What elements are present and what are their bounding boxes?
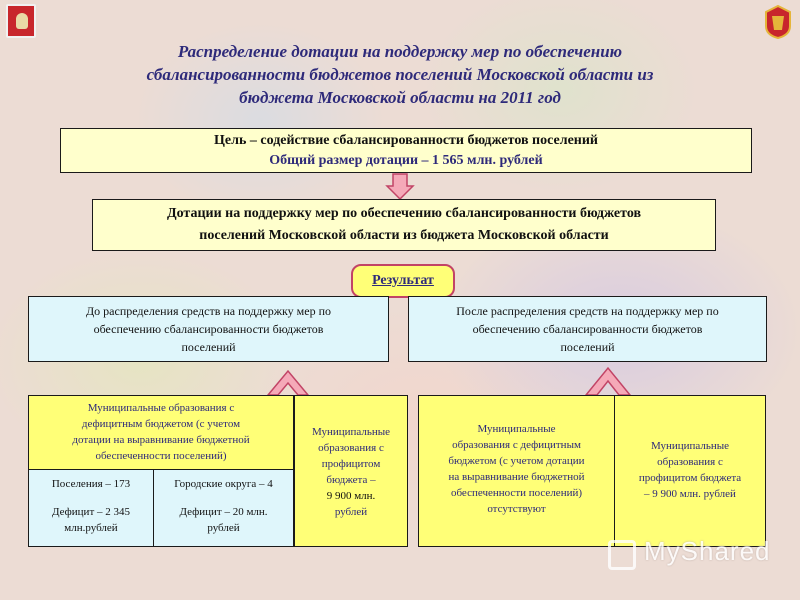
chevron-up-arrow-right-icon — [584, 366, 632, 396]
watermark-text: MyShared — [644, 536, 771, 566]
subsidy-text-line: Дотации на поддержку мер по обеспечению … — [166, 206, 642, 221]
goal-total-amount: Общий размер дотации – 1 565 млн. рублей — [269, 153, 543, 168]
moscow-region-emblem-icon — [6, 4, 36, 38]
cell-text-line: – 9 900 млн. рублей — [644, 488, 736, 500]
title-line: сбалансированности бюджетов поселений Мо… — [146, 65, 654, 84]
cell-text-line: на выравнивание бюджетной — [448, 471, 585, 483]
left-surplus-municipalities-cell: Муниципальные образования с профицитом б… — [294, 395, 408, 547]
settlements-deficit-unit: млн.рублей — [64, 522, 118, 534]
before-text-line: поселений — [181, 340, 236, 354]
title-line: Распределение дотации на поддержку мер п… — [177, 42, 623, 61]
cell-text-line: бюджета – — [326, 474, 376, 486]
before-distribution-box: До распределения средств на поддержку ме… — [28, 296, 389, 362]
goal-text: Цель – содействие сбалансированности бюд… — [214, 133, 598, 148]
after-distribution-box: После распределения средств на поддержку… — [408, 296, 767, 362]
city-districts-deficit-unit: рублей — [207, 522, 240, 534]
result-label: Результат — [372, 273, 434, 288]
cell-text-line: обеспеченности поселений) — [95, 450, 227, 462]
cell-text-line: профицитом — [321, 458, 381, 470]
watermark-icon — [608, 540, 636, 570]
cell-text-line: Муниципальные — [650, 440, 730, 452]
after-text-line: После распределения средств на поддержку… — [456, 304, 719, 318]
settlements-count: Поселения – 173 — [51, 478, 131, 490]
page-title: Распределение дотации на поддержку мер п… — [90, 40, 710, 109]
cell-text-line: отсутствуют — [487, 503, 546, 515]
after-text-line: обеспечению сбалансированности бюджетов — [472, 322, 703, 336]
surplus-amount: 9 900 млн. — [326, 490, 376, 502]
subsidy-text-line: поселений Московской области из бюджета … — [199, 228, 609, 243]
cell-text-line: Муниципальные — [477, 423, 556, 435]
chevron-up-arrow-left-icon — [266, 369, 310, 396]
result-button[interactable]: Результат — [351, 264, 455, 298]
city-districts-count: Городские округа – 4 — [174, 478, 273, 490]
cell-text-line: профицитом бюджета — [638, 472, 742, 484]
goal-box: Цель – содействие сбалансированности бюд… — [60, 128, 752, 173]
before-text-line: До распределения средств на поддержку ме… — [85, 304, 332, 318]
subsidy-box: Дотации на поддержку мер по обеспечению … — [92, 199, 716, 251]
cell-text-line: дотации на выравнивание бюджетной — [72, 434, 250, 446]
before-text-line: обеспечению сбалансированности бюджетов — [93, 322, 324, 336]
cell-text-line: образования с дефицитным — [452, 439, 581, 451]
right-deficit-municipalities-cell: Муниципальные образования с дефицитным б… — [418, 395, 615, 547]
city-districts-cell: Городские округа – 4 Дефицит – 20 млн. р… — [153, 469, 294, 547]
city-districts-deficit: Дефицит – 20 млн. — [179, 506, 268, 518]
ministry-emblem-icon — [765, 4, 791, 40]
cell-text-line: бюджетом (с учетом дотации — [448, 455, 585, 467]
after-text-line: поселений — [560, 340, 615, 354]
cell-text-line: обеспеченности поселений) — [450, 487, 583, 499]
cell-text-line: образования с — [657, 456, 723, 468]
cell-text-line: Муниципальные образования с — [87, 402, 235, 414]
title-line: бюджета Московской области на 2011 год — [239, 88, 561, 107]
down-arrow-icon — [385, 173, 415, 201]
settlements-cell: Поселения – 173 Дефицит – 2 345 млн.рубл… — [28, 469, 154, 547]
cell-text-line: дефицитным бюджетом (с учетом — [81, 418, 241, 430]
cell-text-line: Муниципальные — [311, 426, 391, 438]
surplus-amount-unit: рублей — [334, 506, 368, 518]
left-deficit-municipalities-cell: Муниципальные образования с дефицитным б… — [28, 395, 294, 470]
right-surplus-municipalities-cell: Муниципальные образования с профицитом б… — [614, 395, 766, 547]
settlements-deficit: Дефицит – 2 345 — [52, 506, 130, 518]
cell-text-line: образования с — [318, 442, 384, 454]
